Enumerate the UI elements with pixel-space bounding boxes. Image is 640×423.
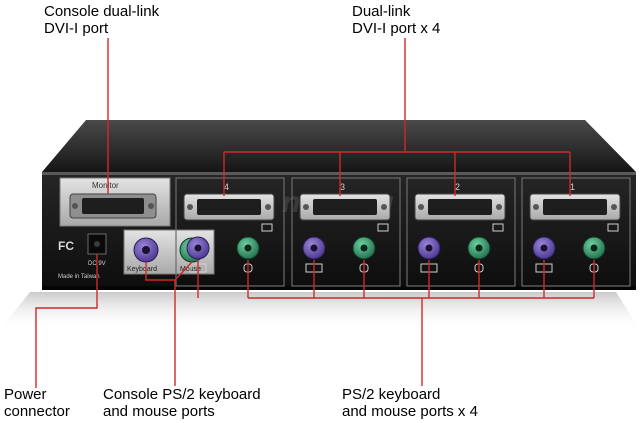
console-keyboard-port-hole xyxy=(142,246,150,254)
mouse-port-hole-1 xyxy=(590,244,598,252)
keyboard-port-hole-3 xyxy=(310,244,318,252)
port-number-4: 4 xyxy=(224,182,229,192)
port-group-frame-3 xyxy=(291,177,401,287)
computer-port-groups: 4 3 2 1 xyxy=(175,177,631,287)
chassis-edge xyxy=(42,172,636,175)
keyboard-port-hole-2 xyxy=(425,244,433,252)
callout-power-line1: Power xyxy=(4,386,47,403)
callout-ps2-ports-line1: PS/2 keyboard xyxy=(342,386,441,403)
monitor-icon-1 xyxy=(607,223,619,232)
port-number-2: 2 xyxy=(455,182,460,192)
port-group-frame-2 xyxy=(406,177,516,287)
dvi-socket-2 xyxy=(428,199,492,215)
callout-console-ps2: Console PS/2 keyboard and mouse ports xyxy=(103,386,261,420)
dvi-screw-right-4 xyxy=(265,204,271,210)
port-group-frame-1 xyxy=(521,177,631,287)
keyboard-port-hole-4 xyxy=(194,244,202,252)
power-connector-pin xyxy=(94,241,100,247)
port-number-3: 3 xyxy=(340,182,345,192)
callout-dual-link-line1: Dual-link xyxy=(352,3,411,20)
mouse-port-hole-4 xyxy=(244,244,252,252)
callout-ps2-ports: PS/2 keyboard and mouse ports x 4 xyxy=(342,386,478,420)
callout-line-console-ps2 xyxy=(145,261,193,281)
floor-shadow xyxy=(0,292,640,330)
callout-dual-link-line2: DVI-I port x 4 xyxy=(352,20,441,37)
port-number-1: 1 xyxy=(570,182,575,192)
dvi-socket-4 xyxy=(197,199,261,215)
keyboard-port-hole-1 xyxy=(540,244,548,252)
callout-line-ps2-drops xyxy=(197,260,595,298)
mouse-port-hole-2 xyxy=(475,244,483,252)
dvi-screw-left-4 xyxy=(187,204,193,210)
console-dvi-socket xyxy=(82,198,144,214)
dvi-screw-right-1 xyxy=(611,204,617,210)
monitor-icon-4 xyxy=(261,223,273,232)
callout-power-connector: Power connector xyxy=(4,386,70,420)
keyboard-label: Keyboard xyxy=(127,266,157,273)
chassis-top xyxy=(42,120,636,172)
monitor-icon-3 xyxy=(377,223,389,232)
dvi-screw-right-3 xyxy=(381,204,387,210)
chassis-bottom xyxy=(42,286,636,290)
dvi-socket-3 xyxy=(313,199,377,215)
console-dvi-screw-right xyxy=(148,203,154,209)
callout-lines xyxy=(35,38,594,388)
dvi-screw-left-1 xyxy=(533,204,539,210)
callout-power-line2: connector xyxy=(4,403,70,420)
dvi-screw-left-3 xyxy=(303,204,309,210)
fcc-mark: FC xyxy=(58,239,74,253)
callout-ps2-ports-line2: and mouse ports x 4 xyxy=(342,403,478,420)
callout-dual-link-dvi: Dual-link DVI-I port x 4 xyxy=(352,3,440,37)
callout-line-power xyxy=(35,254,98,388)
monitor-icon-2 xyxy=(492,223,504,232)
monitor-label: Monitor xyxy=(92,181,119,190)
made-in-label: Made in Taiwan xyxy=(58,274,100,280)
callout-console-dvi-line1: Console dual-link xyxy=(44,3,160,20)
dvi-screw-left-2 xyxy=(418,204,424,210)
console-dvi-screw-left xyxy=(72,203,78,209)
dvi-socket-1 xyxy=(543,199,607,215)
mouse-port-hole-3 xyxy=(360,244,368,252)
mouse-label: Mouse xyxy=(180,266,201,273)
callout-console-dvi: Console dual-link DVI-I port xyxy=(44,3,159,37)
callout-console-dvi-line2: DVI-I port xyxy=(44,20,109,37)
callout-console-ps2-line1: Console PS/2 keyboard xyxy=(103,386,261,403)
port-group-frame-4 xyxy=(175,177,285,287)
callout-console-ps2-line2: and mouse ports xyxy=(103,403,215,420)
dvi-screw-right-2 xyxy=(496,204,502,210)
